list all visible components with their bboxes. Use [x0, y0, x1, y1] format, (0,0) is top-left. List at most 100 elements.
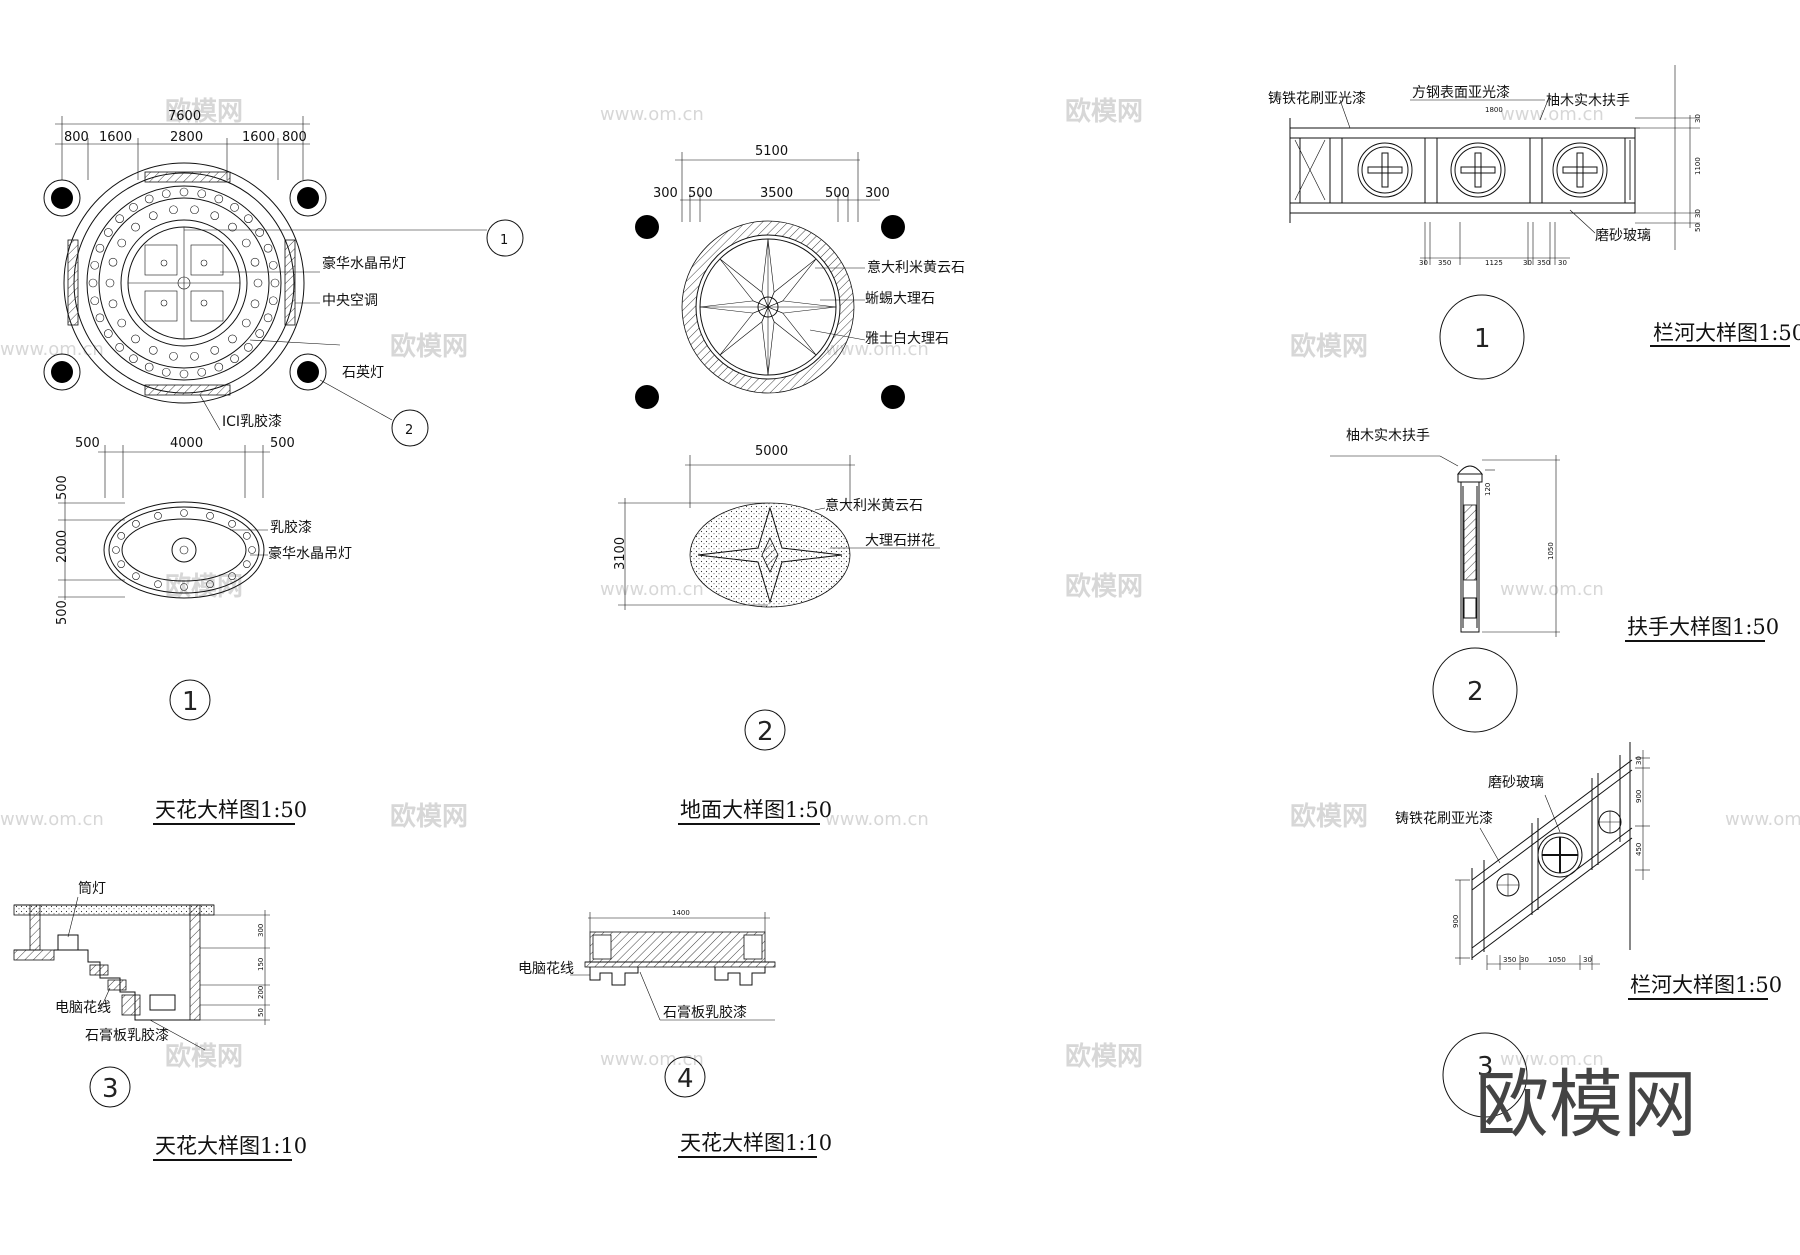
dim-segment: 1600	[99, 130, 132, 145]
quartz-light	[241, 238, 251, 248]
drawing-title: 地面大样图1:50	[680, 798, 832, 822]
watermark-text: 欧模网	[1290, 331, 1368, 362]
star-inlay	[699, 238, 837, 376]
dim-segment: 50	[257, 1008, 265, 1017]
dim-segment: 300	[653, 186, 678, 201]
dim-segment: 2000	[55, 530, 70, 563]
dim-segment: 30	[1523, 259, 1532, 267]
drawing-number-circle	[169, 679, 211, 721]
drawing-title: 栏河大样图1:50	[1653, 321, 1800, 345]
quartz-light	[197, 367, 207, 377]
quartz-light	[117, 238, 127, 248]
label-beige-marble: 意大利米黄云石	[867, 259, 965, 276]
dim-segment: 300	[865, 186, 890, 201]
quartz-light	[263, 243, 273, 253]
watermark-text: 欧模网	[1065, 96, 1143, 127]
drawing-number-circle	[664, 1056, 706, 1098]
quartz-light	[88, 278, 98, 288]
quartz-light	[148, 346, 158, 355]
light	[154, 512, 162, 520]
quartz-light	[104, 329, 113, 338]
callout-number: 2	[405, 423, 413, 438]
drawing-number: 2	[1467, 677, 1484, 707]
floor-plan: 5100 300 500 3500 500 300 意大利米黄云石 蜥蜴大理石 …	[635, 144, 965, 409]
drawing-number: 4	[677, 1064, 694, 1094]
dim-segment: 2800	[170, 130, 203, 145]
railing-elevation-1: 30 1100 30 50 铸铁花刷亚光漆 方钢表面亚光漆 1800 柚木实木扶…	[1268, 65, 1702, 267]
watermark-text: 欧模网	[1065, 1041, 1143, 1072]
quartz-light	[214, 194, 224, 204]
light	[243, 532, 251, 540]
watermark-url: www.om.cn	[825, 809, 929, 830]
dim-segment: 800	[282, 130, 307, 145]
label-beige-marble: 意大利米黄云石	[825, 497, 923, 514]
handrail-detail: 柚木实木扶手 120 1050	[1330, 428, 1560, 637]
quartz-light	[210, 211, 220, 220]
quartz-light	[161, 189, 171, 199]
dim-segment: 500	[688, 186, 713, 201]
dim-segment: 450	[1635, 843, 1643, 856]
dim-segment: 350	[1537, 259, 1550, 267]
dim-segment: 350	[1438, 259, 1451, 267]
watermark-url: www.om.cn	[825, 339, 929, 360]
light	[206, 512, 214, 520]
label-ac: 中央空调	[322, 293, 378, 309]
column	[635, 215, 659, 239]
light	[243, 560, 251, 568]
drawing-title: 天花大样图1:50	[155, 798, 307, 822]
dim-segment: 150	[257, 958, 265, 971]
watermark-logo: 欧模网	[1475, 1062, 1697, 1148]
column	[289, 353, 327, 391]
dim-segment: 3500	[760, 186, 793, 201]
quartz-light	[105, 278, 115, 288]
label-marble-mosaic: 大理石拼花	[865, 533, 935, 549]
label-lizard-marble: 蜥蜴大理石	[865, 291, 935, 307]
watermark-text: 欧模网	[165, 96, 243, 127]
drawing-title: 扶手大样图1:50	[1627, 615, 1779, 639]
label-computer-molding: 电脑花线	[518, 961, 574, 977]
quartz-light	[95, 313, 105, 323]
quartz-light	[179, 369, 189, 379]
quartz-light	[129, 203, 138, 212]
dim-segment: 500	[55, 600, 70, 625]
quartz-light	[250, 299, 260, 309]
callout-number: 1	[500, 233, 508, 248]
column	[635, 385, 659, 409]
quartz-light	[90, 296, 100, 306]
column	[881, 215, 905, 239]
label-chandelier: 豪华水晶吊灯	[322, 256, 406, 272]
dim-segment: 200	[257, 986, 265, 999]
watermark-text: 欧模网	[1065, 571, 1143, 602]
quartz-light	[244, 343, 253, 352]
drawing-number: 1	[182, 687, 199, 717]
dim-segment: 30	[1694, 114, 1702, 123]
quartz-light	[263, 313, 273, 323]
light	[206, 580, 214, 588]
drawing-number-circle	[1432, 647, 1518, 733]
label-quartz-light: 石英灯	[342, 364, 384, 381]
quartz-light	[270, 278, 280, 288]
label-frosted-glass: 磨砂玻璃	[1488, 774, 1544, 791]
quartz-light	[95, 243, 105, 253]
column	[43, 179, 81, 217]
light	[112, 546, 120, 554]
stair-railing-elevation: 900 30 900 450 350 30 1050 30 磨砂玻璃 铸铁花刷亚…	[1395, 742, 1650, 970]
dim-overall: 5100	[755, 144, 788, 159]
dim-segment: 1600	[242, 130, 275, 145]
ceiling-elevation: 500 4000 500 500 2000 500 乳胶漆 豪华水晶吊灯	[55, 436, 352, 625]
quartz-light	[131, 222, 140, 232]
quartz-light	[250, 257, 260, 267]
quartz-light	[144, 362, 154, 372]
light	[248, 546, 256, 554]
quartz-light	[90, 260, 100, 270]
drawing-title: 天花大样图1:10	[680, 1131, 832, 1155]
label-latex-paint: 乳胶漆	[270, 519, 312, 536]
watermark-url: www.om.cn	[600, 1049, 704, 1070]
watermark-text: 欧模网	[390, 801, 468, 832]
light-ring	[112, 509, 256, 591]
quartz-light	[129, 354, 138, 363]
quartz-light	[190, 205, 199, 215]
dim-segment: 30	[1419, 259, 1428, 267]
quartz-light	[169, 205, 178, 215]
light	[180, 583, 188, 591]
